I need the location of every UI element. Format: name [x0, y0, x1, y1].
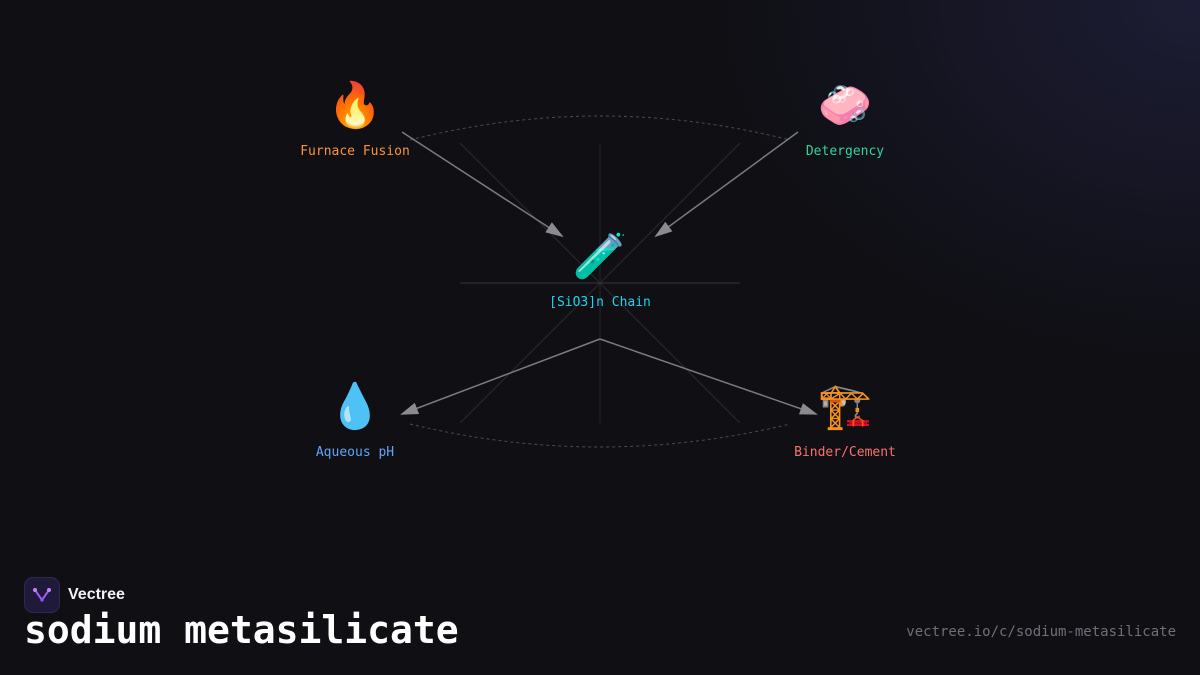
soap-icon: 🧼	[817, 80, 873, 131]
node-label: Furnace Fusion	[300, 144, 410, 159]
crane-icon: 🏗️	[817, 381, 873, 432]
guide-arc-bottom	[409, 423, 791, 448]
node-label: [SiO3]n Chain	[549, 295, 651, 310]
page-url[interactable]: vectree.io/c/sodium-metasilicate	[906, 624, 1176, 640]
brand-name: Vectree	[68, 586, 125, 603]
node-aqueous-ph[interactable]: 💧 Aqueous pH	[316, 379, 394, 460]
vectree-logo-icon	[24, 577, 60, 613]
fire-icon: 🔥	[327, 80, 383, 131]
droplet-icon: 💧	[327, 381, 383, 432]
edge-center-to-aqueous	[400, 338, 601, 415]
node-detergency[interactable]: 🧼 Detergency	[806, 78, 884, 159]
background-guides	[409, 115, 791, 448]
node-sio3-chain[interactable]: 🧪 [SiO3]n Chain	[549, 229, 651, 310]
node-label: Binder/Cement	[794, 445, 896, 460]
node-binder-cement[interactable]: 🏗️ Binder/Cement	[794, 379, 896, 460]
node-label: Detergency	[805, 144, 885, 159]
node-label: Aqueous pH	[315, 445, 395, 460]
edge-furnace-to-center	[401, 131, 564, 238]
edge-center-to-binder	[599, 338, 818, 415]
edge-group	[400, 131, 818, 415]
page-title: sodium metasilicate	[24, 608, 459, 652]
test-tube-icon: 🧪	[572, 231, 628, 282]
guide-arc-top	[409, 115, 791, 141]
brand[interactable]: Vectree	[24, 577, 125, 613]
edge-detergency-to-center	[654, 131, 799, 238]
node-furnace-fusion[interactable]: 🔥 Furnace Fusion	[300, 78, 410, 159]
